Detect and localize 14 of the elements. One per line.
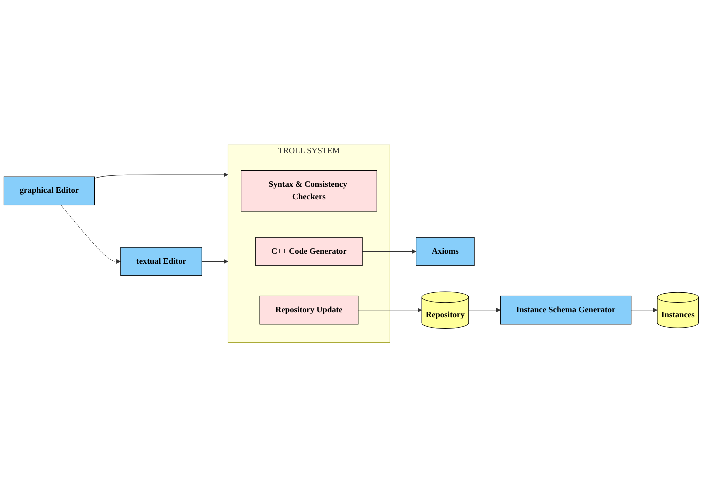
arrow bbox=[631, 308, 658, 313]
node-box: Repository Update bbox=[260, 296, 359, 325]
node-box: graphical Editor bbox=[4, 176, 96, 206]
node-box: Axioms bbox=[416, 237, 475, 266]
node-box: C++ Code Generator bbox=[256, 237, 363, 266]
node-box: Instance Schema Generator bbox=[500, 296, 632, 325]
node-box: Syntax & Consistency Checkers bbox=[241, 170, 378, 212]
node-box: textual Editor bbox=[120, 247, 202, 276]
arrow bbox=[362, 250, 417, 254]
arrow bbox=[60, 205, 122, 264]
arrow bbox=[202, 259, 228, 264]
arrow bbox=[358, 308, 422, 313]
arrow bbox=[468, 308, 501, 313]
arrow bbox=[94, 172, 228, 179]
